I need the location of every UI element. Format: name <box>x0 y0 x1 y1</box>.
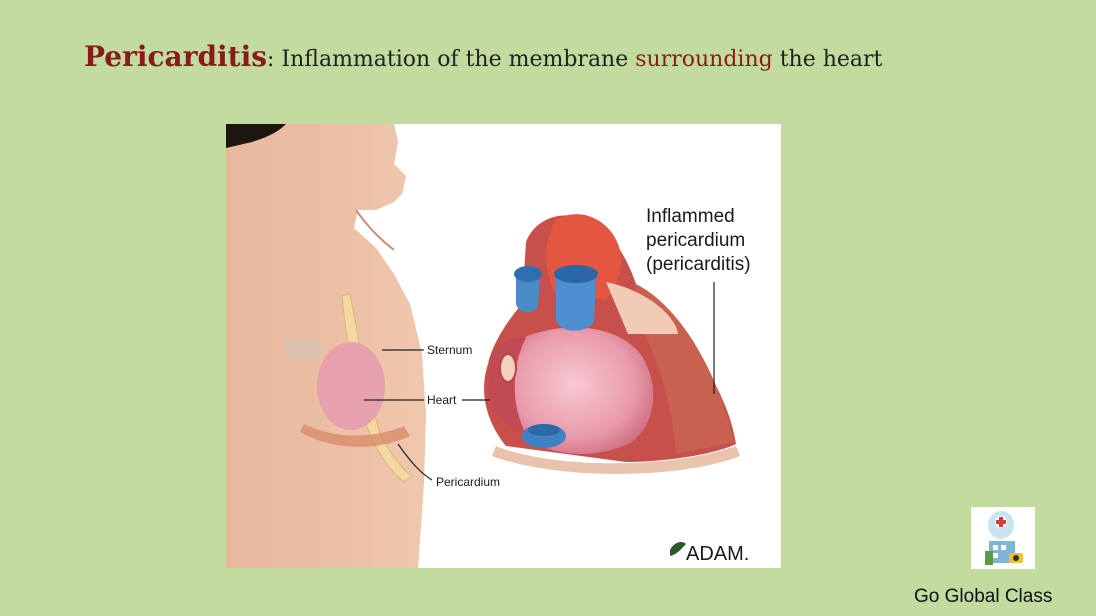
torso-shape <box>226 124 426 568</box>
brand-name: Go Global Class <box>914 586 1053 607</box>
title-colon: : <box>267 47 275 72</box>
adam-leaf-icon <box>670 542 686 556</box>
anatomy-drawing: Sternum Heart Pericardium Inflammed peri… <box>226 124 751 568</box>
go-global-logo <box>971 507 1035 569</box>
small-pericardium <box>300 424 410 447</box>
slide-title: Pericarditis: Inflammation of the membra… <box>84 40 882 73</box>
heart-cross-section <box>484 214 740 474</box>
title-definition-highlight: surrounding <box>635 47 773 72</box>
title-term: Pericarditis <box>84 40 267 73</box>
label-sternum: Sternum <box>427 343 472 357</box>
illustration-credit: ADAM. <box>686 543 749 565</box>
label-inflamed-line2: pericardium <box>646 230 745 251</box>
pericarditis-illustration: Sternum Heart Pericardium Inflammed peri… <box>226 124 781 568</box>
title-definition-start: Inflammation of the membrane <box>281 47 629 72</box>
hair-shape <box>226 124 286 148</box>
label-inflamed-line1: Inflammed <box>646 206 735 227</box>
doctor-clinic-icon <box>985 511 1023 565</box>
small-heart <box>317 342 385 430</box>
title-definition-end: the heart <box>779 47 883 72</box>
label-inflamed-line3: (pericarditis) <box>646 254 751 275</box>
small-vessel <box>284 338 322 360</box>
label-pericardium: Pericardium <box>436 475 500 489</box>
label-heart: Heart <box>427 393 457 407</box>
